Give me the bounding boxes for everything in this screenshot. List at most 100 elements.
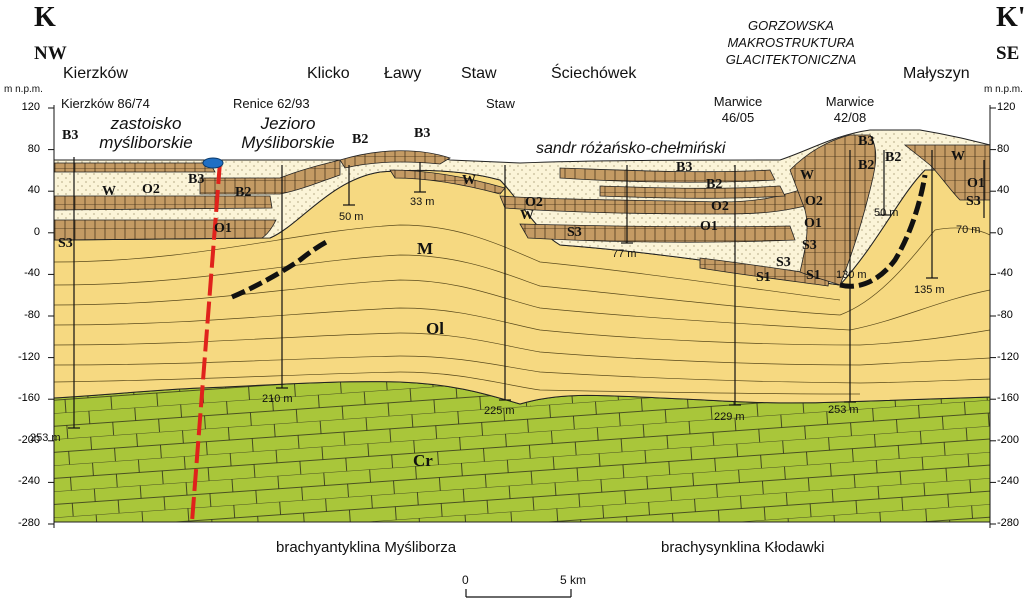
axis-tick-left: 0: [2, 226, 40, 238]
borehole-depth-label: 253 m: [30, 432, 61, 444]
unit-label: O1: [214, 221, 232, 237]
feature-sandr: sandr różańsko-chełmiński: [536, 140, 725, 158]
unit-label: S1: [806, 268, 821, 284]
unit-label: B3: [414, 126, 430, 142]
place-klicko: Klicko: [307, 65, 350, 83]
axis-tick-right: -80: [997, 309, 1032, 321]
unit-label: S1: [756, 270, 771, 286]
unit-label: B3: [676, 160, 692, 176]
unit-label: B2: [885, 150, 901, 166]
axis-tick-left: -40: [2, 267, 40, 279]
borehole-depth-label: 50 m: [339, 211, 363, 223]
unit-label: B3: [188, 172, 204, 188]
scale-end: 5 km: [560, 573, 586, 587]
axis-tick-left: -160: [2, 392, 40, 404]
axis-tick-left: 120: [2, 101, 40, 113]
unit-label: O2: [525, 195, 543, 211]
axis-unit-right: m n.p.m.: [984, 84, 1023, 95]
axis-tick-right: -200: [997, 434, 1032, 446]
scale-zero: 0: [462, 573, 469, 587]
feature-makrostruktura: GORZOWSKA MAKROSTRUKTURA GLACITEKTONICZN…: [716, 17, 866, 68]
borehole-depth-label: 210 m: [262, 393, 293, 405]
direction-se: SE: [996, 43, 1019, 65]
axis-tick-right: 120: [997, 101, 1032, 113]
place-kierzkow: Kierzków: [63, 65, 128, 83]
structure-brachysynklina: brachysynklina Kłodawki: [661, 539, 824, 556]
unit-label: O1: [967, 176, 985, 192]
well-kierzkow: Kierzków 86/74: [61, 96, 150, 111]
axis-tick-left: -280: [2, 517, 40, 529]
unit-label: S3: [966, 194, 981, 210]
axis-tick-left: -80: [2, 309, 40, 321]
feature-zastoisko: zastoisko myśliborskie: [86, 114, 206, 152]
unit-label: W: [462, 173, 476, 189]
borehole-depth-label: 33 m: [410, 196, 434, 208]
axis-tick-right: -160: [997, 392, 1032, 404]
unit-label: W: [102, 184, 116, 200]
direction-nw: NW: [34, 43, 67, 65]
unit-label: B2: [235, 185, 251, 201]
axis-tick-right: -280: [997, 517, 1032, 529]
place-lawy: Ławy: [384, 65, 421, 83]
section-start-label: K: [34, 2, 56, 34]
borehole-depth-label: 253 m: [828, 404, 859, 416]
unit-label: O2: [711, 199, 729, 215]
unit-label: S3: [776, 255, 791, 271]
well-marwice-42: Marwice 42/08: [818, 94, 882, 126]
axis-tick-left: -120: [2, 351, 40, 363]
unit-label: W: [951, 149, 965, 165]
unit-label: M: [417, 239, 433, 259]
axis-tick-left: 80: [2, 143, 40, 155]
unit-label: B3: [62, 128, 78, 144]
macro-line-3: GLACITEKTONICZNA: [716, 51, 866, 68]
till-band-o1-center: [520, 224, 795, 242]
axis-unit-left: m n.p.m.: [4, 84, 43, 95]
unit-label: B2: [352, 132, 368, 148]
borehole-depth-label: 225 m: [484, 405, 515, 417]
place-staw: Staw: [461, 65, 497, 83]
unit-label: B2: [706, 177, 722, 193]
feature-jezioro: Jezioro Myśliborskie: [232, 114, 344, 152]
macro-line-2: MAKROSTRUKTURA: [716, 34, 866, 51]
axis-tick-left: 40: [2, 184, 40, 196]
unit-label: W: [800, 168, 814, 184]
borehole-depth-label: 50 m: [874, 207, 898, 219]
axis-tick-right: -40: [997, 267, 1032, 279]
structure-brachyantyklina: brachyantyklina Myśliborza: [276, 539, 456, 556]
well-renice: Renice 62/93: [233, 96, 310, 111]
place-malyszyn: Małyszyn: [903, 65, 970, 83]
axis-tick-right: -240: [997, 475, 1032, 487]
well-marwice-46: Marwice 46/05: [710, 94, 766, 126]
borehole-depth-label: 229 m: [714, 411, 745, 423]
unit-label: S3: [58, 236, 73, 252]
scale-bar: [466, 589, 571, 597]
unit-label: S3: [567, 225, 582, 241]
till-band-o1-left: [54, 220, 276, 240]
well-staw: Staw: [486, 96, 515, 111]
borehole-depth-label: 77 m: [612, 248, 636, 260]
lake-jezioro: [203, 158, 223, 168]
unit-label: B2: [858, 158, 874, 174]
borehole-depth-label: 135 m: [914, 284, 945, 296]
unit-label: B3: [858, 134, 874, 150]
unit-label: Cr: [413, 451, 433, 471]
unit-label: O1: [804, 216, 822, 232]
till-band-b3-left: [54, 163, 215, 172]
axis-tick-right: 40: [997, 184, 1032, 196]
axis-tick-right: 80: [997, 143, 1032, 155]
borehole-depth-label: 70 m: [956, 224, 980, 236]
section-end-label: K': [996, 2, 1026, 34]
unit-label: Ol: [426, 319, 444, 339]
place-sciechowek: Ściechówek: [551, 65, 636, 83]
unit-label: O1: [700, 219, 718, 235]
unit-label: O2: [142, 182, 160, 198]
axis-tick-right: 0: [997, 226, 1032, 238]
axis-tick-right: -120: [997, 351, 1032, 363]
borehole-depth-label: 130 m: [836, 269, 867, 281]
unit-label: S3: [802, 238, 817, 254]
macro-line-1: GORZOWSKA: [716, 17, 866, 34]
unit-label: O2: [805, 194, 823, 210]
axis-tick-left: -240: [2, 475, 40, 487]
